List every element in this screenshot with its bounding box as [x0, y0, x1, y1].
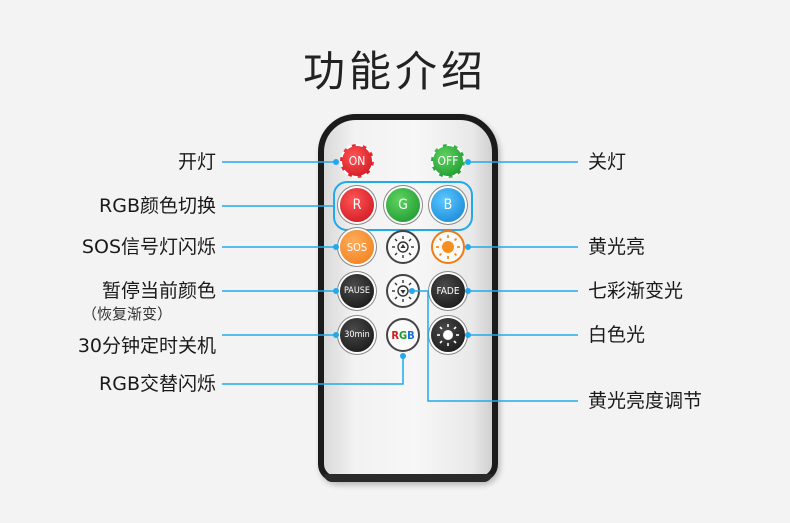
rgb-alternate-button-label: RGB	[391, 329, 414, 342]
callout-line-rgb-alternate	[222, 356, 404, 385]
timer-button[interactable]: 30min	[340, 318, 374, 352]
callout-line-yellow-brightness	[412, 290, 578, 402]
rgb-letter-g: G	[398, 328, 408, 342]
label-light-off: 关灯	[588, 151, 627, 173]
label-white-light: 白色光	[588, 324, 646, 346]
on-button[interactable]: ON	[340, 144, 374, 178]
off-button[interactable]: OFF	[431, 144, 465, 178]
brightness-up-button[interactable]	[386, 230, 420, 264]
white-light-button[interactable]	[431, 318, 465, 352]
label-sos-flash: SOS信号灯闪烁	[81, 236, 216, 258]
rgb-alternate-button[interactable]: RGB	[386, 318, 420, 352]
pause-button-label: PAUSE	[343, 286, 371, 296]
label-rgb-switch: RGB颜色切换	[99, 195, 216, 217]
label-pause-color: 暂停当前颜色	[101, 280, 216, 302]
sos-button-label: SOS	[346, 240, 368, 254]
label-light-on: 开灯	[177, 151, 216, 173]
blue-button[interactable]: B	[431, 188, 465, 222]
red-button-label: R	[352, 197, 362, 213]
off-button-label: OFF	[437, 154, 459, 168]
label-yellow-brightness: 黄光亮度调节	[588, 390, 703, 412]
white-sun-icon	[437, 324, 459, 346]
label-rgb-alternate: RGB交替闪烁	[99, 373, 216, 395]
pause-button[interactable]: PAUSE	[340, 274, 374, 308]
sos-button[interactable]: SOS	[340, 230, 374, 264]
blue-button-label: B	[443, 197, 453, 213]
rgb-letter-b: B	[407, 328, 415, 342]
brightness-up-icon	[392, 236, 414, 258]
green-button-label: G	[398, 197, 408, 213]
label-yellow-light: 黄光亮	[588, 236, 646, 258]
page-title: 功能介绍	[302, 47, 487, 96]
fade-button[interactable]: FADE	[431, 274, 465, 308]
label-timer-off: 30分钟定时关机	[77, 335, 216, 357]
fade-button-label: FADE	[436, 285, 460, 297]
label-pause-color-note: （恢复渐变）	[82, 305, 173, 323]
green-button[interactable]: G	[386, 188, 420, 222]
yellow-light-button[interactable]	[431, 230, 465, 264]
rgb-letter-r: R	[391, 328, 399, 342]
red-button[interactable]: R	[340, 188, 374, 222]
sun-icon	[436, 235, 460, 259]
label-rainbow-fade: 七彩渐变光	[588, 280, 684, 302]
timer-button-label: 30min	[344, 330, 370, 340]
on-button-label: ON	[348, 154, 366, 168]
remote-control-bottom-edge	[324, 474, 492, 482]
